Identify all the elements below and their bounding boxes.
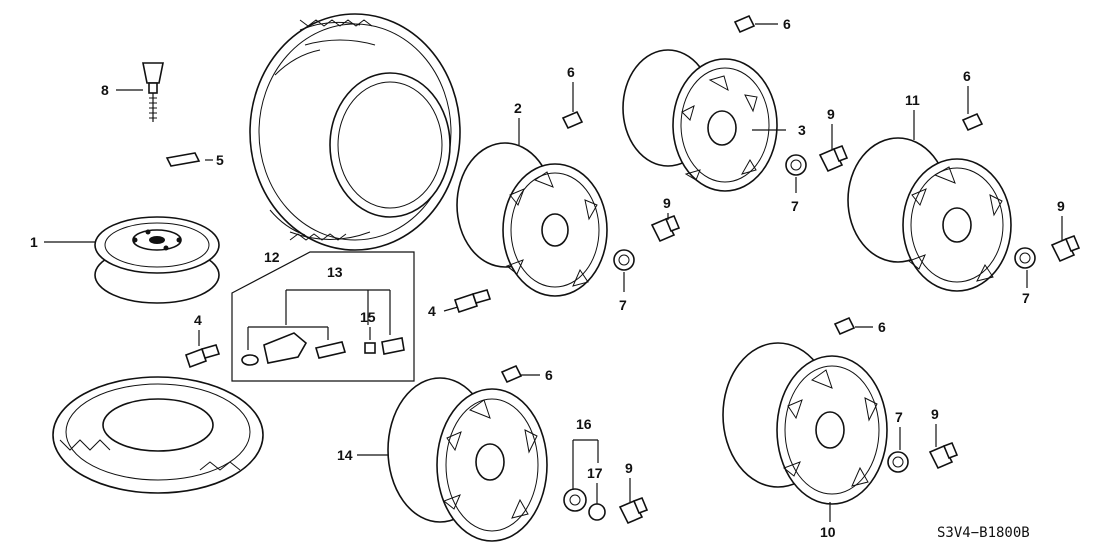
wheel-alloy-10 bbox=[722, 342, 888, 505]
callout-4a: 4 bbox=[194, 312, 202, 328]
callout-6e: 6 bbox=[545, 367, 553, 383]
center-cap-7-b bbox=[785, 154, 807, 176]
lug-nut-9-e bbox=[618, 496, 649, 525]
lug-nut-9-b bbox=[818, 144, 849, 173]
callout-6b: 6 bbox=[783, 16, 791, 32]
lug-nut-9-c bbox=[1050, 234, 1081, 263]
lug-nut-9-a bbox=[650, 214, 681, 243]
diagram-code: S3V4−B1800B bbox=[937, 525, 1030, 541]
callout-12: 12 bbox=[264, 249, 280, 265]
center-cap-17 bbox=[588, 503, 606, 521]
wheel-alloy-14 bbox=[387, 377, 548, 542]
center-cap-7-c bbox=[1014, 247, 1036, 269]
callout-9e: 9 bbox=[625, 460, 633, 476]
clip-6-e bbox=[500, 364, 523, 384]
clip-6-d bbox=[833, 316, 856, 336]
tpms-kit-box bbox=[231, 251, 415, 382]
valve-stem-a bbox=[184, 344, 221, 369]
tire-large bbox=[249, 13, 461, 251]
callout-13: 13 bbox=[327, 264, 343, 280]
callout-9c: 9 bbox=[1057, 198, 1065, 214]
callout-1: 1 bbox=[30, 234, 38, 250]
valve-bolt bbox=[142, 62, 164, 122]
callout-7a: 7 bbox=[619, 297, 627, 313]
callout-7c: 7 bbox=[1022, 290, 1030, 306]
center-cap-7-a bbox=[613, 249, 635, 271]
spare-tire bbox=[52, 376, 264, 494]
wheel-alloy-3 bbox=[622, 49, 778, 192]
callout-10: 10 bbox=[820, 524, 836, 540]
callout-5: 5 bbox=[216, 152, 224, 168]
callout-11: 11 bbox=[905, 92, 920, 108]
callout-6c: 6 bbox=[963, 68, 971, 84]
spare-wheel bbox=[94, 216, 220, 304]
clip-6-a bbox=[561, 110, 584, 130]
callout-9a: 9 bbox=[663, 195, 671, 211]
leader-lines bbox=[44, 23, 1063, 522]
lug-nut-9-d bbox=[928, 441, 959, 470]
callout-14: 14 bbox=[337, 447, 353, 463]
callout-9d: 9 bbox=[931, 406, 939, 422]
callout-7d: 7 bbox=[895, 409, 903, 425]
callout-7b: 7 bbox=[791, 198, 799, 214]
callout-4b: 4 bbox=[428, 303, 436, 319]
callout-3: 3 bbox=[798, 122, 806, 138]
callout-9b: 9 bbox=[827, 106, 835, 122]
center-cap-7-d bbox=[887, 451, 909, 473]
clip-6-b bbox=[733, 14, 756, 34]
clip-6-c bbox=[961, 112, 984, 132]
callout-15: 15 bbox=[360, 309, 376, 325]
callout-2: 2 bbox=[514, 100, 522, 116]
wheel-alloy-2 bbox=[456, 142, 608, 297]
valve-stem-b bbox=[453, 289, 492, 314]
wheel-alloy-11 bbox=[847, 137, 1012, 292]
callout-6d: 6 bbox=[878, 319, 886, 335]
center-cap-16 bbox=[563, 488, 587, 512]
callout-17: 17 bbox=[587, 465, 603, 481]
balance-weight bbox=[165, 152, 201, 167]
callout-6a: 6 bbox=[567, 64, 575, 80]
callout-16: 16 bbox=[576, 416, 592, 432]
callout-8: 8 bbox=[101, 82, 109, 98]
